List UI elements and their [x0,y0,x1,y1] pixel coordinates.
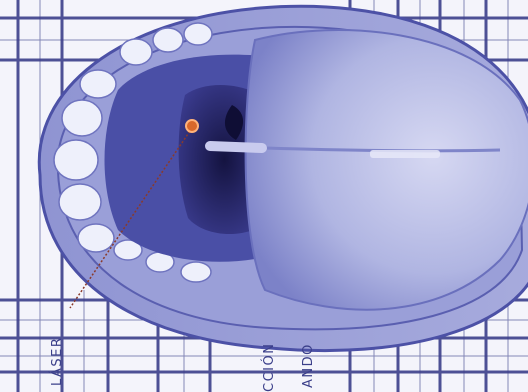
laser-point-marker-icon [186,120,198,132]
label-laser: LÁSER [50,337,65,386]
label-ando: ANDO [301,343,316,388]
label-seccion: CCIÓN [262,343,277,392]
